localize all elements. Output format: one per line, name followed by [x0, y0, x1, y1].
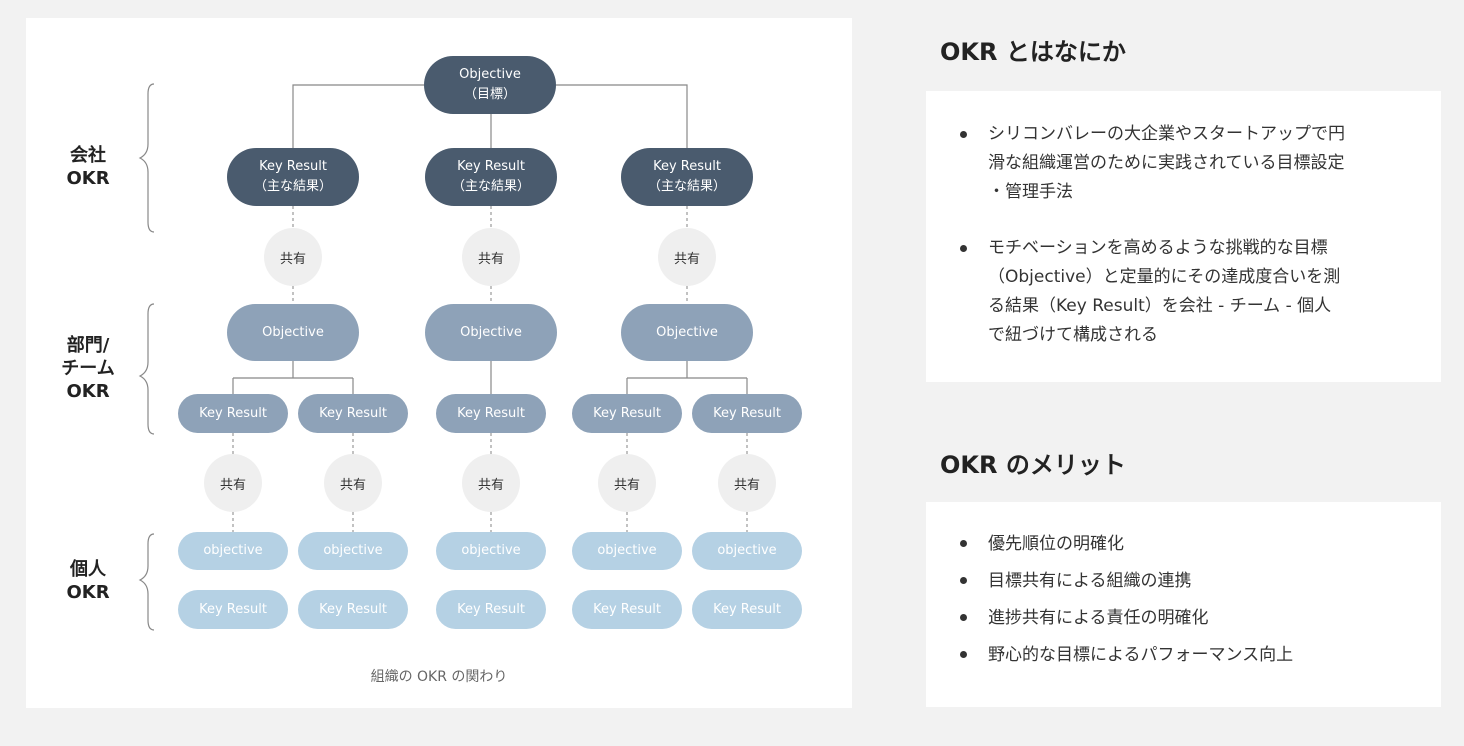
- list-item: シリコンバレーの大企業やスタートアップで円 滑な組織運営のために実践されている目…: [926, 120, 1441, 207]
- list-item: 目標共有による組織の連携: [926, 567, 1441, 595]
- diagram-caption: 組織の OKR の関わり: [370, 669, 508, 685]
- company-key-result: Key Result （主な結果）: [227, 148, 359, 206]
- individual-objective: objective: [298, 532, 408, 570]
- company-key-result: Key Result （主な結果）: [425, 148, 557, 206]
- share-circle: 共有: [264, 228, 322, 286]
- share-circle: 共有: [598, 454, 656, 512]
- department-key-result: Key Result: [692, 394, 802, 433]
- individual-key-result: Key Result: [692, 590, 802, 629]
- connector-lines: [138, 83, 748, 631]
- department-key-result: Key Result: [178, 394, 288, 433]
- company-okr-label: 会社 OKR: [66, 145, 110, 189]
- list-item: 優先順位の明確化: [926, 530, 1441, 558]
- okr-diagram: 会社 OKR 部門/ チーム OKR 個人 OKR Objective （目標）…: [26, 18, 852, 708]
- company-objective: Objective （目標）: [424, 56, 556, 114]
- department-key-result: Key Result: [298, 394, 408, 433]
- department-objective: Objective: [227, 304, 359, 361]
- bullet-icon: [960, 540, 967, 547]
- department-key-result: Key Result: [436, 394, 546, 433]
- bullet-icon: [960, 651, 967, 658]
- share-circle: 共有: [324, 454, 382, 512]
- about-list: シリコンバレーの大企業やスタートアップで円 滑な組織運営のために実践されている目…: [926, 120, 1441, 350]
- individual-key-result: Key Result: [298, 590, 408, 629]
- individual-objective: objective: [436, 532, 546, 570]
- department-objective: Objective: [425, 304, 557, 361]
- share-circle: 共有: [462, 454, 520, 512]
- bullet-icon: [960, 131, 967, 138]
- bullet-icon: [960, 577, 967, 584]
- share-circle: 共有: [204, 454, 262, 512]
- list-item: 進捗共有による責任の明確化: [926, 604, 1441, 632]
- individual-key-result: Key Result: [572, 590, 682, 629]
- merits-heading: OKR のメリット: [940, 451, 1126, 479]
- individual-objective: objective: [572, 532, 682, 570]
- individual-objective: objective: [692, 532, 802, 570]
- bullet-icon: [960, 614, 967, 621]
- merits-list: 優先順位の明確化 目標共有による組織の連携 進捗共有による責任の明確化 野心的な…: [926, 530, 1441, 669]
- share-circle: 共有: [462, 228, 520, 286]
- department-objective: Objective: [621, 304, 753, 361]
- individual-key-result: Key Result: [436, 590, 546, 629]
- bullet-icon: [960, 245, 967, 252]
- list-item: モチベーションを高めるような挑戦的な目標 （Objective）と定量的にその達…: [926, 234, 1441, 350]
- merits-card: 優先順位の明確化 目標共有による組織の連携 進捗共有による責任の明確化 野心的な…: [926, 502, 1441, 707]
- individual-okr-label: 個人 OKR: [66, 559, 110, 603]
- department-key-result: Key Result: [572, 394, 682, 433]
- list-item: 野心的な目標によるパフォーマンス向上: [926, 641, 1441, 669]
- individual-key-result: Key Result: [178, 590, 288, 629]
- about-card: シリコンバレーの大企業やスタートアップで円 滑な組織運営のために実践されている目…: [926, 91, 1441, 382]
- individual-objective: objective: [178, 532, 288, 570]
- department-okr-label: 部門/ チーム OKR: [61, 335, 115, 402]
- company-key-result: Key Result （主な結果）: [621, 148, 753, 206]
- about-heading: OKR とはなにか: [940, 38, 1126, 66]
- share-circle: 共有: [658, 228, 716, 286]
- share-circle: 共有: [718, 454, 776, 512]
